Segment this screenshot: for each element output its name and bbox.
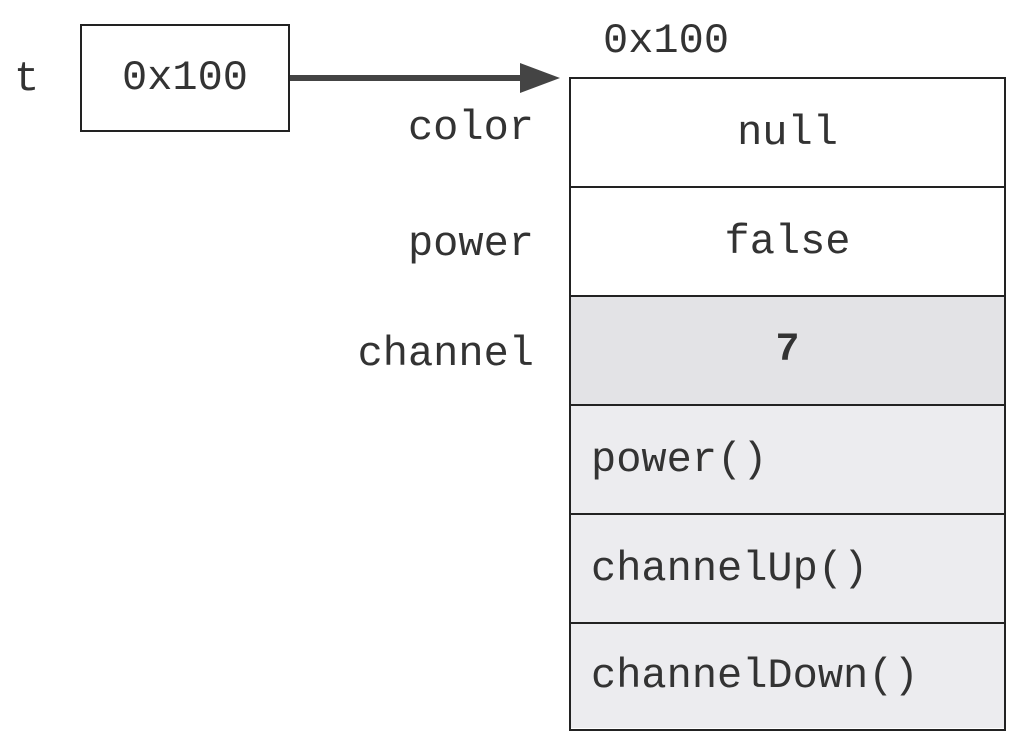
reference-variable-name: t xyxy=(14,55,40,103)
field-label-color: color xyxy=(407,104,534,152)
field-value-color: null xyxy=(737,108,838,157)
reference-value-box: 0x100 xyxy=(80,24,290,132)
field-cell-power: false xyxy=(571,188,1004,297)
field-value-power: false xyxy=(724,217,851,266)
object-address-label: 0x100 xyxy=(603,17,730,65)
method-cell-channel-down: channelDown() xyxy=(571,624,1004,728)
field-value-channel: 7 xyxy=(775,327,800,373)
method-label-channel-down: channelDown() xyxy=(591,652,919,700)
field-cell-color: null xyxy=(571,79,1004,188)
method-label-channel-up: channelUp() xyxy=(591,544,869,593)
method-cell-power: power() xyxy=(571,406,1004,515)
field-cell-channel: 7 xyxy=(571,297,1004,406)
method-label-power: power() xyxy=(591,435,768,484)
object-box: null false 7 power() channelUp() channel… xyxy=(569,77,1006,731)
reference-value: 0x100 xyxy=(121,54,249,102)
method-cell-channel-up: channelUp() xyxy=(571,515,1004,624)
field-label-channel: channel xyxy=(357,330,534,378)
field-label-power: power xyxy=(407,220,534,268)
